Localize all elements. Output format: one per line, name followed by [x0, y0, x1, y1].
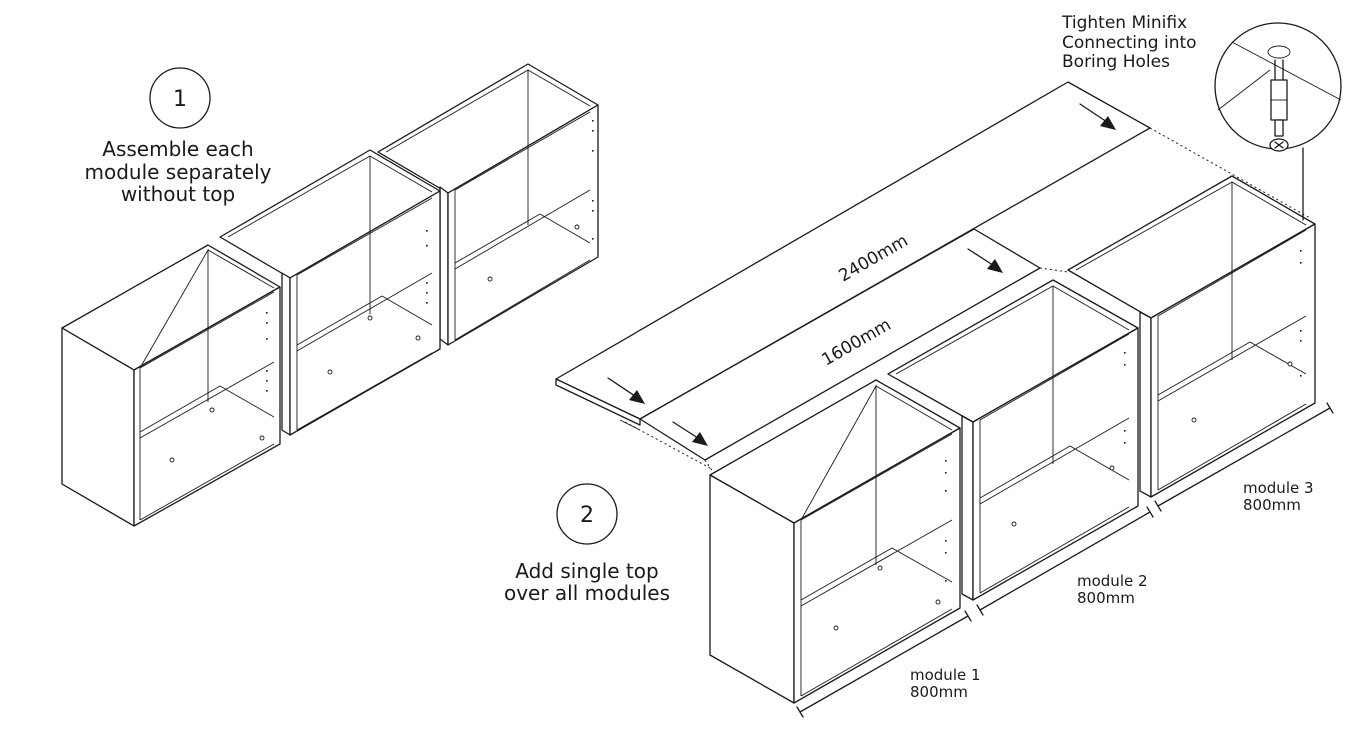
step-1-caption-line-1: Assemble each — [102, 137, 253, 161]
module-1-name: module 1 — [910, 666, 981, 684]
module-1-width: 800mm — [910, 683, 968, 701]
module-labels: module 1 800mm module 2 800mm module 3 8… — [910, 479, 1314, 701]
arrow-icon — [607, 377, 645, 404]
step-2-badge — [556, 483, 618, 545]
arrow-icon — [967, 248, 1003, 273]
step-1-cabinet-middle — [219, 149, 441, 436]
callout-line-2: Connecting into — [1062, 33, 1197, 53]
minifix-connector-icon — [1267, 45, 1291, 152]
step-2-number: 2 — [580, 503, 594, 528]
step-1-caption-line-3: without top — [121, 182, 235, 206]
step-2-group: 2 Add single top over all modules — [504, 483, 670, 605]
module-2-name: module 2 — [1077, 572, 1148, 590]
callout-line-1: Tighten Minifix — [1061, 13, 1187, 33]
step-1-cabinet-back — [377, 63, 599, 346]
step-1-cabinet-front — [61, 244, 281, 527]
module-3-name: module 3 — [1243, 479, 1314, 497]
step-1-caption-line-2: module separately — [84, 160, 271, 184]
module-2-cabinet — [887, 279, 1139, 601]
step-1-number: 1 — [173, 87, 187, 112]
step-1-group: 1 Assemble each module separately withou… — [84, 67, 272, 206]
arrow-icon — [1079, 103, 1116, 130]
callout-line-3: Boring Holes — [1062, 52, 1170, 72]
minifix-callout: Tighten Minifix Connecting into Boring H… — [1061, 13, 1342, 221]
module-2-width: 800mm — [1077, 589, 1135, 607]
dimension-lines — [796, 402, 1334, 718]
step-2-caption-line-1: Add single top — [515, 559, 658, 583]
step-2-caption-line-2: over all modules — [504, 581, 670, 605]
module-1-cabinet — [709, 379, 961, 704]
module-3-width: 800mm — [1243, 496, 1301, 514]
module-3-cabinet — [1067, 175, 1316, 498]
step-1-badge — [149, 67, 211, 129]
top-panels: 2400mm 1600mm — [555, 81, 1311, 476]
arrow-icon — [672, 421, 708, 446]
